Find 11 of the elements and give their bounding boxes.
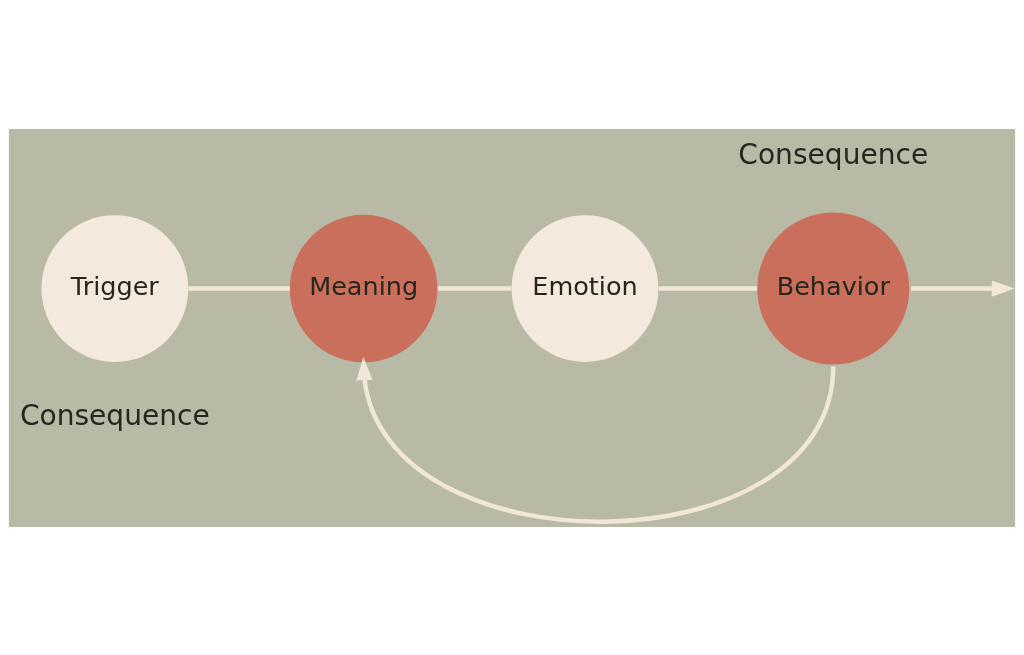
node-circle: Meaning — [289, 214, 438, 362]
connector — [437, 285, 512, 291]
connector — [188, 285, 290, 291]
node-label: Consequence — [19, 398, 210, 432]
arrow — [356, 356, 836, 524]
node-label: Consequence — [738, 137, 929, 171]
connector — [658, 285, 758, 291]
node-circle: Behavior — [757, 212, 910, 365]
arrow — [911, 280, 1015, 297]
node-circle: Trigger — [41, 214, 189, 362]
node-circle: Emotion — [511, 214, 659, 362]
